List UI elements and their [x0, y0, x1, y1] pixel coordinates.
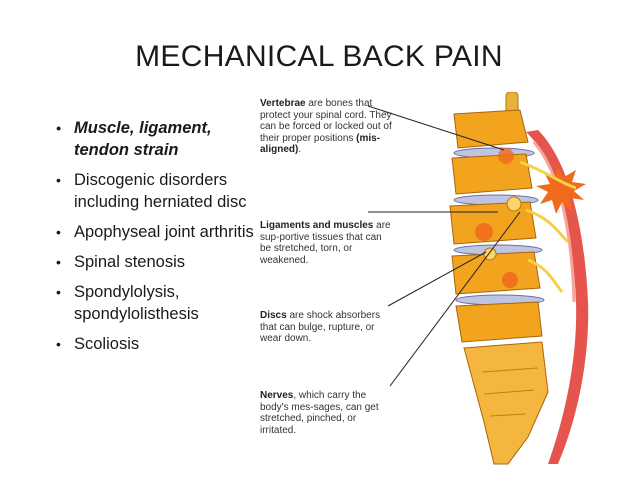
- callout-text: are bones that protect your spinal cord.…: [260, 98, 392, 144]
- bullet-dot: •: [56, 254, 61, 270]
- callout-term: (mis-aligned): [260, 132, 381, 156]
- pain-spot: [502, 272, 518, 288]
- pain-spot: [498, 148, 514, 164]
- bullet-text: Spinal stenosis: [74, 253, 185, 271]
- bullet-item: • Discogenic disorders including herniate…: [56, 169, 266, 213]
- leader-line: [367, 105, 505, 151]
- nerve: [527, 258, 564, 293]
- callout-term: Ligaments and muscles: [260, 220, 374, 231]
- bullet-dot: •: [56, 284, 61, 300]
- callout-nerves: Nerves, which carry the body's mes-sages…: [260, 390, 392, 436]
- vertebra: [451, 251, 541, 295]
- bullet-text: Scoliosis: [74, 335, 140, 353]
- vertebra: [449, 201, 537, 245]
- bullet-text: Apophyseal joint arthritis: [74, 223, 254, 241]
- bullet-dot: •: [56, 120, 61, 136]
- callout-term: Nerves: [260, 390, 294, 401]
- callout-text: are shock absorbers that can bulge, rupt…: [260, 310, 381, 344]
- bullet-dot: •: [56, 172, 61, 188]
- spine-figure: Vertebrae are bones that protect your sp…: [258, 92, 630, 470]
- vertebrae-stack: [449, 109, 549, 465]
- bullet-item: • Scoliosis: [56, 333, 266, 355]
- nerve-pain-spot: [506, 196, 522, 212]
- pain-burst-icon: [536, 167, 586, 214]
- spine-illustration: [367, 92, 589, 465]
- callout-term: Discs: [260, 310, 287, 321]
- pain-spot: [475, 223, 493, 241]
- callout-ligaments: Ligaments and muscles are sup-portive ti…: [260, 220, 392, 266]
- muscle-strip-highlight: [532, 141, 576, 303]
- vertebra: [453, 109, 529, 149]
- bullet-text: Muscle, ligament, tendon strain: [74, 119, 212, 159]
- nerve: [525, 208, 570, 244]
- bullet-item: • Spondylolysis, spondylolisthesis: [56, 281, 266, 325]
- vertebra: [451, 153, 533, 195]
- bullet-dot: •: [56, 224, 61, 240]
- vertebra: [455, 301, 543, 343]
- callout-text: , which carry the body's mes-sages, can …: [260, 390, 379, 436]
- sacrum: [463, 341, 549, 465]
- bullet-text: Discogenic disorders including herniated…: [74, 171, 247, 211]
- callout-discs: Discs are shock absorbers that can bulge…: [260, 310, 392, 345]
- muscle-strip: [526, 130, 589, 464]
- bullet-list: • Muscle, ligament, tendon strain • Discog…: [56, 117, 266, 363]
- bullet-item: • Spinal stenosis: [56, 251, 266, 273]
- slide-title: MECHANICAL BACK PAIN: [135, 40, 503, 73]
- callout-vertebrae: Vertebrae are bones that protect your sp…: [260, 98, 392, 156]
- callout-text: are sup-portive tissues that can be stre…: [260, 220, 391, 266]
- bullet-text: Spondylolysis, spondylolisthesis: [74, 283, 199, 323]
- bullet-item: • Muscle, ligament, tendon strain: [56, 117, 266, 161]
- callout-text: .: [298, 144, 302, 155]
- leader-line: [387, 251, 487, 307]
- bullet-item: • Apophyseal joint arthritis: [56, 221, 266, 243]
- callout-term: Vertebrae: [260, 98, 306, 109]
- sacrum-ridges: [481, 367, 539, 417]
- bullet-dot: •: [56, 336, 61, 352]
- leader-line: [389, 211, 521, 387]
- nerve: [519, 160, 577, 190]
